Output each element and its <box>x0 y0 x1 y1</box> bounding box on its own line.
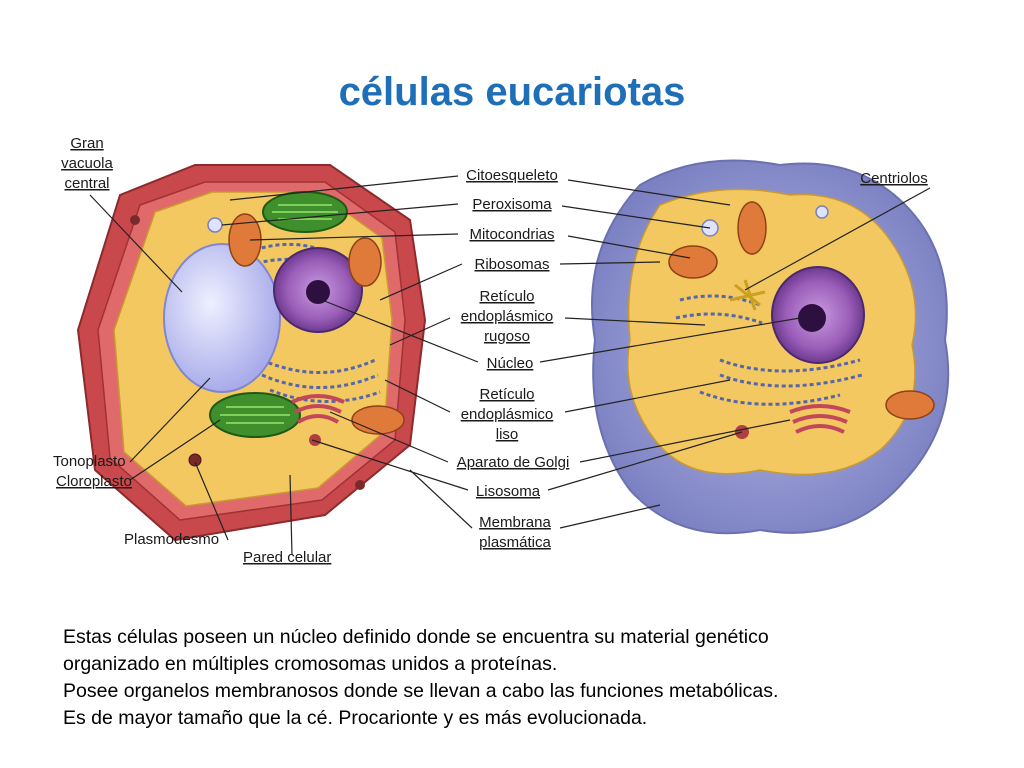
label-plasmodesmo: Plasmodesmo <box>124 531 219 548</box>
animal-mitochondrion <box>668 245 718 279</box>
cell-diagram: Gran vacuola central Citoesqueleto Perox… <box>53 135 950 566</box>
label-nucleo: Núcleo <box>487 355 534 372</box>
label-reticulo-liso-1: Retículo <box>479 386 534 403</box>
label-gran-vacuola-3: central <box>64 175 109 192</box>
description-line: Posee organelos membranosos donde se lle… <box>63 680 779 702</box>
animal-golgi <box>789 404 851 434</box>
diagram-labels: Gran vacuola central Citoesqueleto Perox… <box>53 135 928 566</box>
label-lisosoma: Lisosoma <box>476 483 541 500</box>
animal-cytoplasm <box>627 188 917 476</box>
leader-lines <box>89 175 931 556</box>
label-reticulo-liso-2: endoplásmico <box>461 406 554 423</box>
label-cloroplasto: Cloroplasto <box>56 473 132 490</box>
label-centriolos: Centriolos <box>860 170 928 187</box>
label-reticulo-rugoso-3: rugoso <box>484 328 530 345</box>
label-gran-vacuola-1: Gran <box>70 135 103 152</box>
label-golgi: Aparato de Golgi <box>457 454 570 471</box>
label-reticulo-rugoso-2: endoplásmico <box>461 308 554 325</box>
description-line: Es de mayor tamaño que la cé. Procariont… <box>63 707 648 729</box>
description-line: Estas células poseen un núcleo definido … <box>63 626 769 648</box>
description-text: Estas células poseen un núcleo definido … <box>63 624 963 732</box>
animal-cell <box>591 159 950 535</box>
label-reticulo-rugoso-1: Retículo <box>479 288 534 305</box>
label-pared-celular: Pared celular <box>243 549 331 566</box>
label-gran-vacuola-2: vacuola <box>61 155 113 172</box>
plant-cell <box>76 164 427 542</box>
label-ribosomas: Ribosomas <box>474 256 549 273</box>
label-membrana-2: plasmática <box>479 534 551 551</box>
label-membrana-1: Membrana <box>479 514 551 531</box>
label-mitocondrias: Mitocondrias <box>469 226 554 243</box>
label-citoesqueleto: Citoesqueleto <box>466 167 558 184</box>
page-title: células eucariotas <box>338 70 686 114</box>
description-line: organizado en múltiples cromosomas unido… <box>63 653 558 675</box>
central-vacuole <box>163 243 281 393</box>
centriole-shape <box>729 279 766 311</box>
label-reticulo-liso-3: liso <box>496 426 519 443</box>
label-peroxisoma: Peroxisoma <box>472 196 552 213</box>
label-tonoplasto: Tonoplasto <box>53 453 126 470</box>
plant-golgi <box>291 394 345 424</box>
